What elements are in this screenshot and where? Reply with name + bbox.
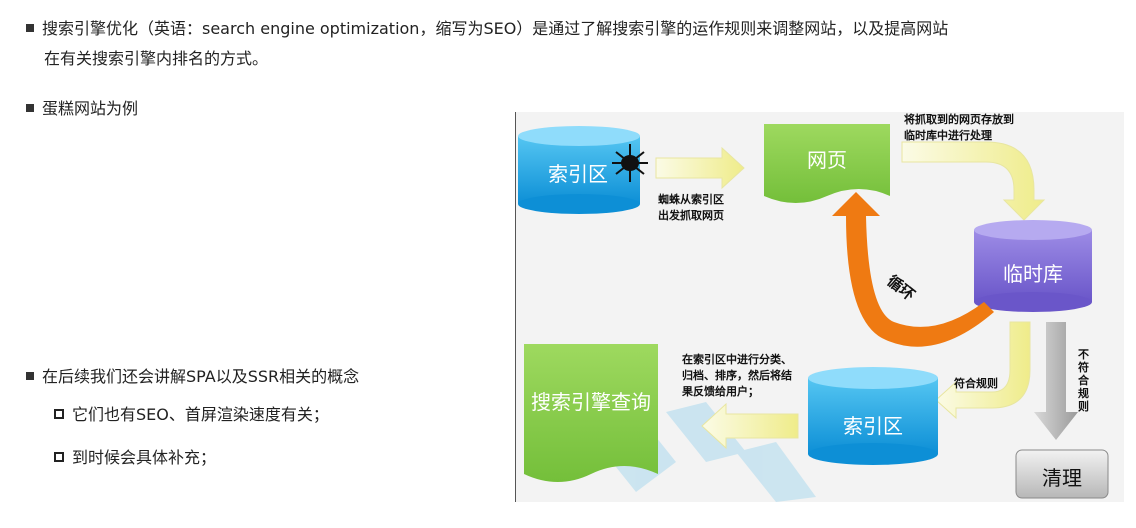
hollow-square-bullet-icon — [54, 409, 64, 419]
sub-bullet-later: 到时候会具体补充； — [54, 443, 216, 473]
process-caption: 在索引区中进行分类、 归档、排序，然后将结 果反馈给用户； — [682, 353, 792, 398]
webpage-label: 网页 — [807, 148, 847, 172]
index-bottom-label: 索引区 — [843, 414, 903, 438]
index-top-label: 索引区 — [548, 162, 608, 186]
bullet-spa-ssr: 在后续我们还会讲解SPA以及SSR相关的概念 — [26, 362, 359, 392]
match-caption: 符合规则 — [954, 377, 998, 390]
search-query-label: 搜索引擎查询 — [531, 390, 651, 414]
cleanup-label: 清理 — [1042, 466, 1082, 490]
square-bullet-icon — [26, 104, 34, 112]
arrow-match — [935, 321, 1031, 420]
arrow-to-tempdb — [901, 141, 1046, 221]
nomatch-caption: 不符合规则 — [1078, 348, 1089, 413]
arrow-to-search — [701, 402, 799, 450]
webpage-document — [764, 124, 890, 203]
store-caption: 将抓取到的网页存放到 临时库中进行处理 — [904, 113, 1014, 142]
sub-bullet-seo: 它们也有SEO、首屏渲染速度有关； — [54, 400, 329, 430]
seo-process-diagram: 索引区 网页 临时库 索引区 搜索引擎查询 清理 蜘蛛从索引区 出发抓取网页 将… — [515, 112, 1124, 502]
sub2-text: 到时候会具体补充； — [72, 448, 217, 467]
seo-text-line1: 搜索引擎优化（英语：search engine optimization，缩写为… — [42, 19, 949, 38]
hollow-square-bullet-icon — [54, 452, 64, 462]
sub1-text: 它们也有SEO、首屏渲染速度有关； — [72, 405, 329, 424]
cleanup-box — [1015, 449, 1109, 499]
arrow-nomatch — [1034, 322, 1078, 440]
square-bullet-icon — [26, 372, 34, 380]
index-cylinder-bottom — [808, 367, 938, 465]
search-query-document — [524, 344, 658, 482]
loop-arrow — [832, 192, 994, 347]
bullet-example: 蛋糕网站为例 — [26, 94, 138, 124]
square-bullet-icon — [26, 24, 34, 32]
spider-caption: 蜘蛛从索引区 出发抓取网页 — [658, 193, 724, 222]
example-text: 蛋糕网站为例 — [42, 99, 139, 118]
diagram-graphics — [518, 124, 1109, 502]
seo-text-line2: 在有关搜索引擎内排名的方式。 — [44, 49, 269, 68]
bullet-seo-definition: 搜索引擎优化（英语：search engine optimization，缩写为… — [26, 14, 1126, 74]
spider-icon — [612, 144, 648, 182]
tempdb-cylinder — [974, 220, 1092, 312]
tempdb-label: 临时库 — [1003, 262, 1063, 286]
spa-ssr-text: 在后续我们还会讲解SPA以及SSR相关的概念 — [42, 367, 360, 386]
arrow-to-webpage — [655, 146, 745, 190]
